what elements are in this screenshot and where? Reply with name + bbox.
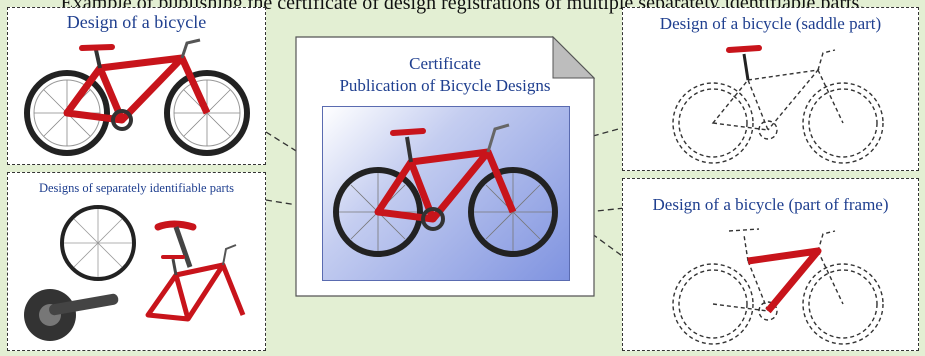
panel-whole-bike: Design of a bicycle bbox=[7, 7, 266, 165]
seatpost-icon bbox=[154, 220, 197, 268]
certificate-title: Certificate bbox=[409, 54, 481, 73]
panel-title: Design of a bicycle bbox=[66, 12, 207, 32]
panel-title: Designs of separately identifiable parts bbox=[38, 181, 235, 195]
bicycle-icon bbox=[24, 38, 250, 156]
wheel-icon bbox=[60, 205, 136, 281]
bicycle-icon bbox=[672, 45, 884, 164]
frame-icon bbox=[145, 244, 246, 322]
bicycle-icon bbox=[672, 228, 884, 345]
connector-frame-lower bbox=[583, 227, 626, 259]
certificate-illustration bbox=[322, 106, 570, 281]
bicycle-icon bbox=[333, 123, 558, 257]
panel-separate-parts: Designs of separately identifiable parts bbox=[7, 172, 266, 351]
crankset-icon bbox=[24, 289, 119, 341]
parts-illustration bbox=[24, 205, 246, 341]
certificate-subtitle: Publication of Bicycle Designs bbox=[339, 76, 551, 95]
panel-title: Design of a bicycle (saddle part) bbox=[659, 14, 882, 33]
panel-frame-part: Design of a bicycle (part of frame) bbox=[622, 178, 919, 351]
panel-saddle-part: Design of a bicycle (saddle part) bbox=[622, 7, 919, 171]
panel-title: Design of a bicycle (part of frame) bbox=[652, 195, 889, 214]
